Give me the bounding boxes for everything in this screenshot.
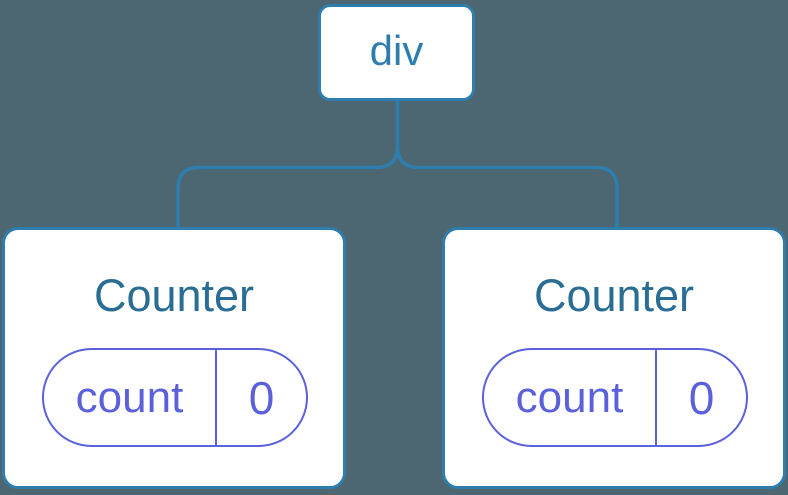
state-value: 0: [248, 371, 275, 424]
connector-right-branch: [395, 99, 619, 229]
root-node: div: [318, 4, 475, 101]
counter-card-right: Counter count 0: [442, 227, 786, 489]
state-pill: count 0: [482, 348, 748, 447]
state-key-label: count: [44, 350, 217, 445]
state-value: 0: [688, 371, 715, 424]
state-key-label: count: [484, 350, 657, 445]
counter-card-title: Counter: [533, 270, 695, 321]
state-pill: count 0: [42, 348, 308, 447]
connector-left-branch: [176, 99, 400, 229]
counter-card-title: Counter: [93, 270, 255, 321]
counter-card-left: Counter count 0: [2, 227, 346, 489]
root-node-label: div: [369, 26, 424, 74]
